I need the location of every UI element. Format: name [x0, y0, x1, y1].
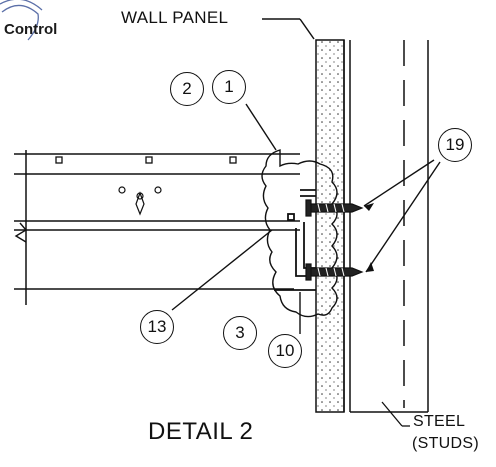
- studs-label: (STUDS): [412, 435, 479, 452]
- callout-19: 19: [438, 128, 472, 162]
- steel-leader: [381, 401, 410, 427]
- brand-logo-arc: [0, 0, 43, 41]
- callout-10: 10: [268, 334, 302, 368]
- wall-panel-insulation: [315, 39, 345, 413]
- detail-title: DETAIL 2: [148, 418, 254, 445]
- leader-arrowheads: [364, 203, 374, 272]
- callout-1: 1: [212, 70, 246, 104]
- sealant-cloud: [261, 149, 338, 318]
- screw-fasteners: [305, 199, 364, 281]
- wall-studs: [343, 40, 429, 413]
- beam: [14, 150, 300, 305]
- beam-web-holes: [118, 186, 162, 216]
- clip-angle: [274, 189, 316, 291]
- callout-13: 13: [140, 310, 174, 344]
- callout-3: 3: [223, 316, 257, 350]
- beam-fasteners: [55, 156, 237, 164]
- callout-2: 2: [170, 72, 204, 106]
- callout-leaders: [171, 103, 441, 334]
- brand-name: Control: [4, 21, 58, 38]
- break-line-icon: [14, 222, 28, 243]
- wall-panel-leader: [262, 18, 315, 40]
- wall-panel-label: WALL PANEL: [121, 8, 229, 27]
- steel-label: STEEL: [413, 413, 466, 430]
